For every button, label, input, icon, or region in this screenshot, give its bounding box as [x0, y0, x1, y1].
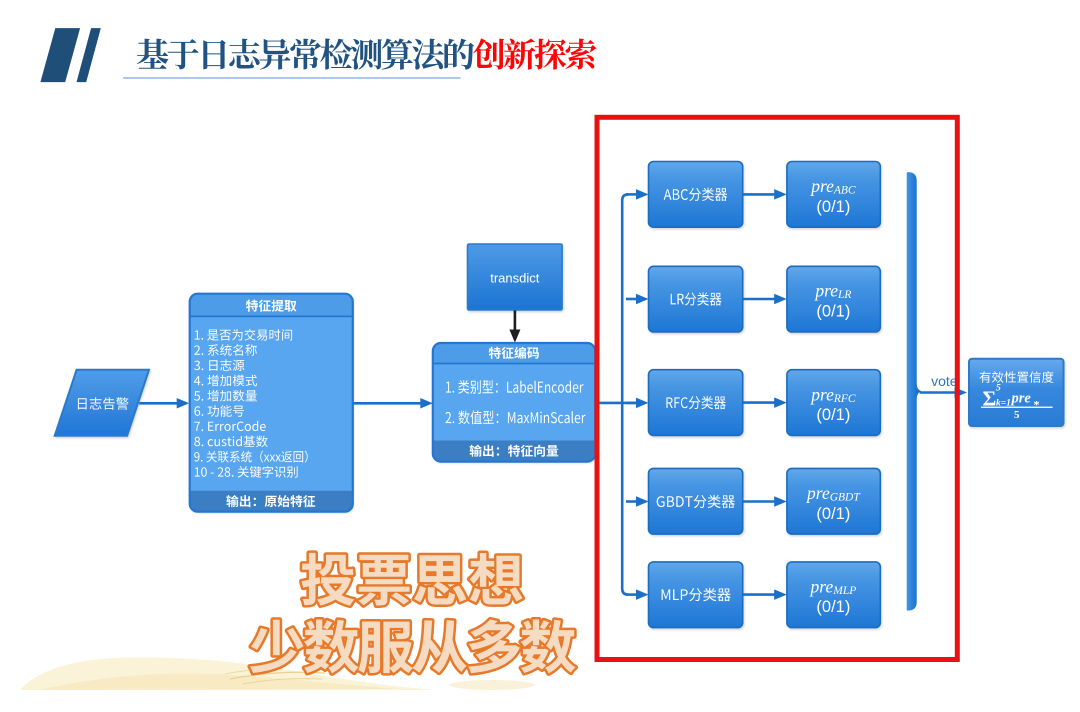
- svg-text:*: *: [1034, 398, 1040, 412]
- svg-text:transdict: transdict: [490, 270, 540, 285]
- svg-text:preMLP: preMLP: [809, 576, 857, 597]
- svg-text:5: 5: [996, 384, 1001, 394]
- svg-text:pre: pre: [1010, 391, 1032, 407]
- svg-text:(0/1): (0/1): [816, 198, 850, 216]
- svg-text:vote: vote: [931, 373, 958, 389]
- svg-text:preLR: preLR: [813, 281, 851, 302]
- svg-text:preGBDT: preGBDT: [805, 483, 861, 504]
- svg-text:(0/1): (0/1): [816, 302, 850, 320]
- svg-text:(0/1): (0/1): [816, 598, 850, 616]
- svg-text:(0/1): (0/1): [816, 505, 850, 523]
- svg-text:5: 5: [1014, 409, 1020, 421]
- svg-text:Σ: Σ: [983, 387, 997, 411]
- svg-text:(0/1): (0/1): [816, 406, 850, 424]
- svg-text:k=1: k=1: [996, 399, 1011, 409]
- svg-text:preRFC: preRFC: [809, 384, 856, 405]
- svg-text:preABC: preABC: [809, 176, 856, 197]
